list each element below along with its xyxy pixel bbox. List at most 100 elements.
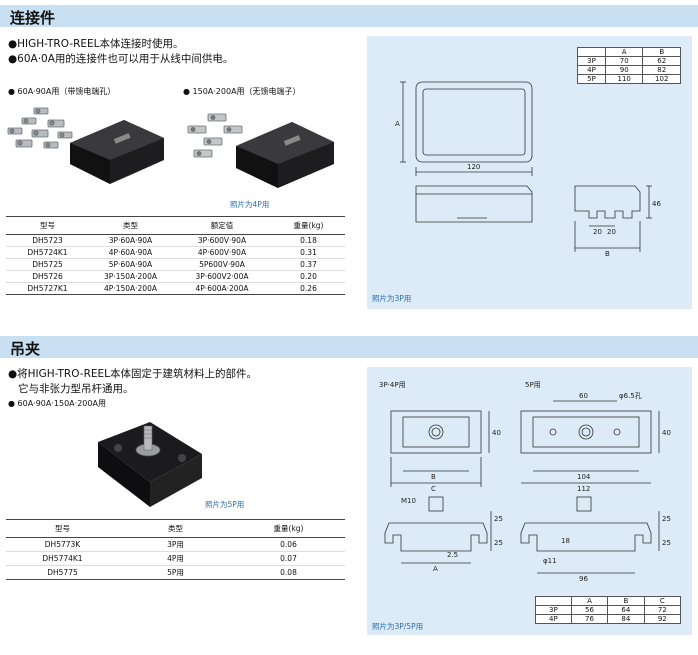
dim-label-a: A [433, 565, 438, 573]
dim-label-25b: 25 [494, 539, 503, 547]
table-row: 5P 110 102 [577, 74, 681, 84]
cell-type: 4P用 [119, 551, 232, 566]
cell-rating: 4P·600A·200A [172, 282, 272, 295]
table-row: 4P 76 84 92 [535, 614, 682, 624]
dim-header-c: C [643, 596, 682, 606]
col-header-type: 类型 [119, 519, 232, 538]
connector-bullet-2: ●60A·0A用的连接件也可以用于从线中间供电。 [8, 53, 234, 65]
connector-label-150a: ● 150A·200A用（无馈电端子） [183, 87, 301, 96]
col-header-weight: 重量(kg) [232, 519, 345, 538]
cell-model: DH5775 [6, 565, 119, 580]
dim-cell: 76 [570, 614, 609, 624]
dim-header-b: B [607, 596, 645, 606]
cell-type: 3P·60A·90A [89, 234, 172, 247]
hanger-drawing-caption: 照片为3P/5P用 [372, 622, 424, 631]
cell-type: 5P·60A·90A [89, 258, 172, 271]
hanger-label: ● 60A·90A·150A·200A用 [8, 399, 106, 408]
dim-label-20b: 20 [607, 228, 616, 236]
cell-weight: 0.37 [272, 258, 345, 271]
dim-label-phi11: φ11 [543, 557, 557, 565]
section-header-bar-connector [0, 5, 698, 27]
col-header-rating: 额定值 [172, 216, 272, 235]
table-row: DH5774K1 4P用 0.07 [6, 551, 345, 566]
cell-model: DH5725 [6, 258, 89, 271]
dim-label-40-left: 40 [492, 429, 501, 437]
dim-cell: 56 [570, 605, 609, 615]
cell-model: DH5774K1 [6, 551, 119, 566]
cell-model: DH5724K1 [6, 246, 89, 259]
hanger-left-title: 3P·4P用 [379, 381, 406, 389]
cell-model: DH5727K1 [6, 282, 89, 295]
dim-header-a: A [570, 596, 609, 606]
cell-weight: 0.26 [272, 282, 345, 295]
connector-photo-150a [187, 113, 334, 188]
dim-label-hole: φ6.5孔 [619, 392, 642, 400]
dim-label-m10: M10 [401, 497, 416, 505]
dim-cell: 4P [535, 614, 572, 624]
cell-rating: 5P600V·90A [172, 258, 272, 271]
dim-label-96: 96 [579, 575, 588, 583]
hanger-photo [98, 422, 202, 507]
connector-drawing-caption: 照片为3P用 [372, 294, 412, 303]
table-row: 3P 56 64 72 [535, 605, 682, 615]
dim-label-104: 104 [577, 473, 591, 481]
dim-header-row: A B C [535, 596, 682, 606]
hanger-dimension-table: A B C 3P 56 64 72 4P 76 84 92 [535, 596, 682, 624]
dim-label-25a: 25 [494, 515, 503, 523]
section-title-hanger: 吊夹 [10, 340, 41, 358]
dim-label-2-5: 2.5 [447, 551, 458, 559]
cell-weight: 0.18 [272, 234, 345, 247]
dim-label-20a: 20 [593, 228, 602, 236]
table-row: DH5773K 3P用 0.06 [6, 537, 345, 552]
dim-label-46: 46 [652, 200, 661, 208]
dim-label-18: 18 [561, 537, 570, 545]
cell-type: 4P·150A·200A [89, 282, 172, 295]
col-header-type: 类型 [89, 216, 172, 235]
cell-type: 3P用 [119, 537, 232, 552]
cell-model: DH5723 [6, 234, 89, 247]
dim-cell: 92 [643, 614, 682, 624]
connector-dimension-table: A B 3P 70 62 4P 90 82 5P 110 102 [577, 47, 681, 84]
dim-label-c: C [431, 485, 436, 493]
hanger-drawing-panel [367, 367, 692, 635]
table-row: DH5727K1 4P·150A·200A 4P·600A·200A 0.26 [6, 282, 345, 295]
dim-label-40-right: 40 [662, 429, 671, 437]
dim-cell: 5P [577, 74, 606, 84]
section-header-bar-hanger [0, 336, 698, 358]
cell-type: 3P·150A·200A [89, 270, 172, 283]
table-header-row: 型号 类型 重量(kg) [6, 519, 345, 538]
section-title-connector: 连接件 [10, 9, 56, 27]
dim-header-blank [535, 596, 572, 606]
dim-cell: 64 [607, 605, 645, 615]
cell-weight: 0.31 [272, 246, 345, 259]
connector-bullet-1: ●HIGH-TRO-REEL本体连接时使用。 [8, 38, 184, 50]
table-row: DH5775 5P用 0.08 [6, 565, 345, 580]
col-header-weight: 重量(kg) [272, 216, 345, 235]
col-header-model: 型号 [6, 216, 89, 235]
cell-model: DH5773K [6, 537, 119, 552]
connector-label-60a: ● 60A·90A用（带馈电端孔） [8, 87, 116, 96]
dim-cell: 3P [535, 605, 572, 615]
col-header-model: 型号 [6, 519, 119, 538]
table-row: DH5725 5P·60A·90A 5P600V·90A 0.37 [6, 258, 345, 271]
connector-spec-table: 型号 类型 额定值 重量(kg) DH5723 3P·60A·90A 3P·60… [6, 216, 345, 295]
hanger-bullet-2: 它与非张力型吊杆通用。 [18, 383, 134, 395]
dim-label-a: A [395, 120, 400, 128]
dim-label-b: B [605, 250, 610, 258]
dim-label-b: B [431, 473, 436, 481]
dim-label-25c: 25 [662, 515, 671, 523]
cell-weight: 0.20 [272, 270, 345, 283]
cell-rating: 4P·600V·90A [172, 246, 272, 259]
cell-rating: 3P·600V·90A [172, 234, 272, 247]
hanger-right-title: 5P用 [525, 381, 541, 389]
table-header-row: 型号 类型 额定值 重量(kg) [6, 216, 345, 235]
dim-cell: 102 [642, 74, 681, 84]
hanger-bullet-1: ●将HIGH-TRO-REEL本体固定于建筑材料上的部件。 [8, 368, 257, 380]
connector-technical-drawing: A 120 46 20 20 B [395, 81, 661, 258]
table-row: DH5723 3P·60A·90A 3P·600V·90A 0.18 [6, 234, 345, 247]
cell-weight: 0.07 [232, 551, 345, 566]
table-row: DH5726 3P·150A·200A 3P·600V2·00A 0.20 [6, 270, 345, 283]
dim-label-120: 120 [467, 163, 480, 171]
dim-cell: 72 [643, 605, 682, 615]
hanger-photo-caption: 照片为5P用 [205, 500, 245, 509]
